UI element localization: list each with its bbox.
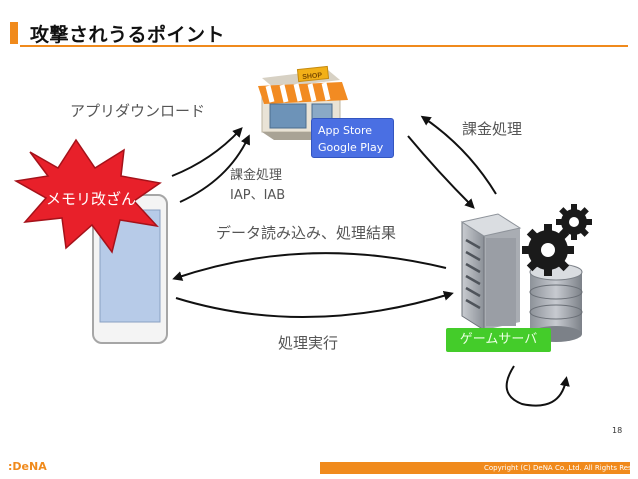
edge-label-server-billing: 課金処理 — [462, 120, 523, 138]
store-label-box: App Store Google Play — [311, 118, 394, 158]
dena-logo: :DeNA — [8, 460, 47, 473]
edge-label-client-billing-sub: IAP、IAB — [230, 188, 286, 203]
footer-copyright: Copyright (C) DeNA Co.,Ltd. All Rights R… — [484, 464, 638, 472]
server-label-box: ゲームサーバ — [446, 328, 551, 352]
gear-small-icon — [556, 204, 592, 240]
arrow-server-loop — [505, 365, 570, 407]
store-label-line2: Google Play — [318, 141, 384, 154]
arrow-download — [171, 127, 250, 203]
edge-label-client-billing: 課金処理 — [230, 168, 283, 183]
arrow-server-billing — [407, 115, 497, 209]
page-title: 攻撃されうるポイント — [30, 24, 226, 46]
attack-label: メモリ改ざん — [45, 190, 136, 208]
edge-label-process-exec: 処理実行 — [278, 334, 339, 352]
shop-sign-text: SHOP — [302, 72, 323, 81]
edge-label-data-load: データ読み込み、処理結果 — [216, 224, 397, 242]
footer-bar — [320, 462, 630, 474]
arrow-data-load — [172, 252, 447, 281]
edge-label-app-download: アプリダウンロード — [70, 102, 206, 120]
title-accent-bar — [10, 22, 18, 44]
server-icon — [460, 213, 522, 331]
page-number: 18 — [612, 426, 623, 435]
title-underline — [20, 45, 628, 47]
attack-burst-icon — [13, 138, 162, 254]
arrow-process-exec — [175, 290, 454, 319]
store-label-line1: App Store — [318, 124, 373, 137]
gear-large-icon — [522, 224, 574, 276]
